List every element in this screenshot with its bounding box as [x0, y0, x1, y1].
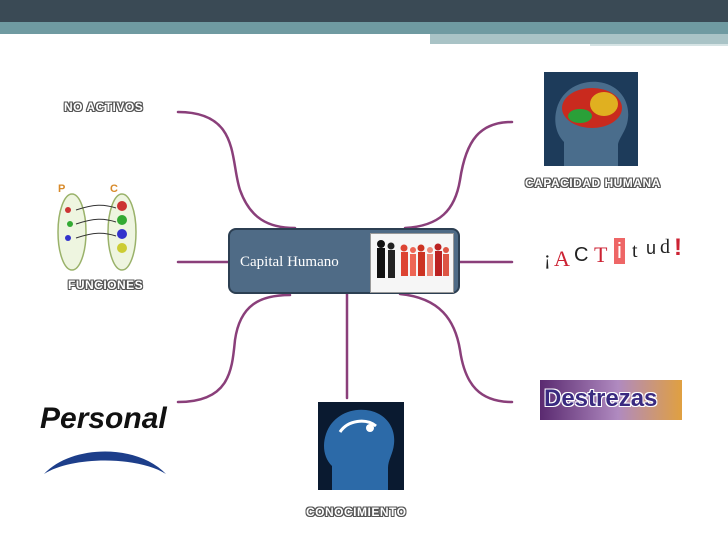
actitud-letter-2: C	[574, 244, 589, 266]
actitud-letter-0: ¡	[544, 248, 551, 270]
knowledge-head-image	[318, 402, 404, 490]
connector-capacidad	[403, 120, 514, 230]
connector-destrezas	[398, 292, 514, 404]
top-bar-accent	[0, 22, 728, 34]
top-bar-line	[590, 44, 728, 46]
actitud-letter-4: i	[614, 238, 625, 264]
personal-swoosh	[42, 442, 168, 476]
center-title: Capital Humano	[240, 254, 339, 270]
label-no-activos: NO ACTIVOS	[64, 100, 144, 114]
actitud-letter-1: A	[554, 246, 570, 271]
actitud-image: ¡ A C T i t u d !	[544, 234, 688, 274]
connector-personal	[176, 293, 292, 404]
label-capacidad-humana: CAPACIDAD HUMANA	[525, 176, 661, 190]
actitud-letter-7: d	[660, 236, 670, 258]
actitud-letter-3: T	[594, 242, 608, 267]
actitud-letter-6: u	[646, 238, 657, 258]
set-label-p: P	[58, 183, 65, 195]
set-label-c: C	[110, 183, 118, 195]
people-photo	[370, 233, 454, 293]
personal-text: Personal	[40, 402, 167, 435]
top-bar	[0, 0, 728, 22]
label-funciones: FUNCIONES	[68, 278, 144, 292]
actitud-letter-5: t	[632, 240, 638, 262]
brain-image	[544, 72, 638, 166]
destrezas-text: Destrezas	[544, 385, 658, 412]
center-node[interactable]: Capital Humano	[228, 228, 460, 294]
functions-sets-image: P C	[54, 182, 164, 274]
connector-no-activos	[176, 110, 297, 230]
top-bar-stripe	[430, 34, 728, 44]
label-conocimiento: CONOCIMIENTO	[306, 505, 407, 519]
actitud-letter-8: !	[674, 234, 682, 261]
destrezas-image: Destrezas	[540, 380, 682, 420]
